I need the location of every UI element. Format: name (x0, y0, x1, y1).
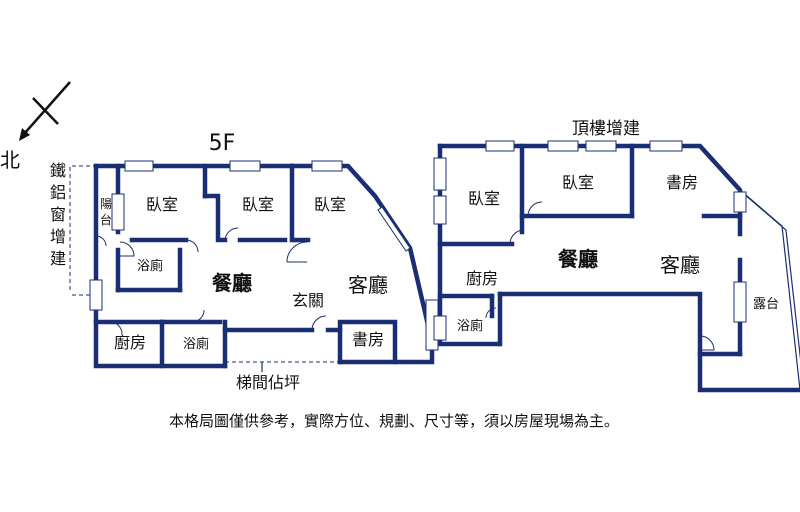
room-label-roof-bedroom-1: 臥室 (468, 189, 500, 208)
room-label-5f-study: 書房 (352, 330, 384, 349)
room-label-roof-dining: 餐廳 (558, 247, 598, 271)
room-label-5f-bedroom-1: 臥室 (146, 195, 178, 214)
room-label-roof-bathroom: 浴廁 (457, 318, 483, 334)
disclaimer-text: 本格局圖僅供參考，實際方位、規劃、尺寸等，須以房屋現場為主。 (169, 412, 619, 430)
balcony-char-2: 台 (100, 212, 112, 227)
title-5f: 5F (209, 131, 236, 156)
balcony-char-1: 陽 (100, 197, 112, 211)
room-label-roof-terrace: 露台 (753, 297, 779, 312)
side-note-char-2: 鋁 (50, 183, 66, 202)
room-label-5f-dining: 餐廳 (212, 271, 252, 295)
room-label-5f-kitchen: 廚房 (114, 333, 146, 352)
title-roof: 頂樓增建 (572, 119, 640, 139)
side-note-char-5: 建 (50, 249, 66, 268)
room-label-5f-bedroom-3: 臥室 (314, 195, 346, 214)
side-note-5f: 鐵 鋁 窗 增 建 (50, 161, 66, 268)
room-label-roof-living: 客廳 (660, 253, 700, 277)
room-label-5f-bathroom-2: 浴廁 (183, 336, 209, 352)
room-label-5f-entrance: 玄關 (292, 291, 324, 310)
north-arrow-icon (19, 81, 71, 141)
balcony-label: 陽 台 (100, 197, 112, 227)
room-label-5f-bathroom-1: 浴廁 (137, 258, 163, 274)
side-note-char-1: 鐵 (50, 161, 66, 180)
room-label-roof-study: 書房 (666, 173, 698, 192)
side-note-char-3: 窗 (50, 205, 66, 224)
room-label-5f-bedroom-2: 臥室 (242, 195, 274, 214)
north-label: 北 (0, 148, 20, 172)
side-note-char-4: 增 (50, 227, 66, 246)
room-label-5f-living: 客廳 (348, 273, 388, 297)
plan-roof: 頂樓增建 臥室 臥室 書房 餐廳 客廳 廚房 浴廁 露台 (433, 119, 800, 393)
room-label-roof-bedroom-2: 臥室 (562, 173, 594, 192)
room-label-roof-kitchen: 廚房 (466, 269, 498, 288)
plan-5f: 5F 鐵 鋁 窗 增 建 陽 台 臥室 臥室 臥室 浴廁 餐廳 客廳 玄關 廚房… (50, 131, 439, 392)
stair-note-5f: 梯間佔坪 (236, 373, 300, 392)
